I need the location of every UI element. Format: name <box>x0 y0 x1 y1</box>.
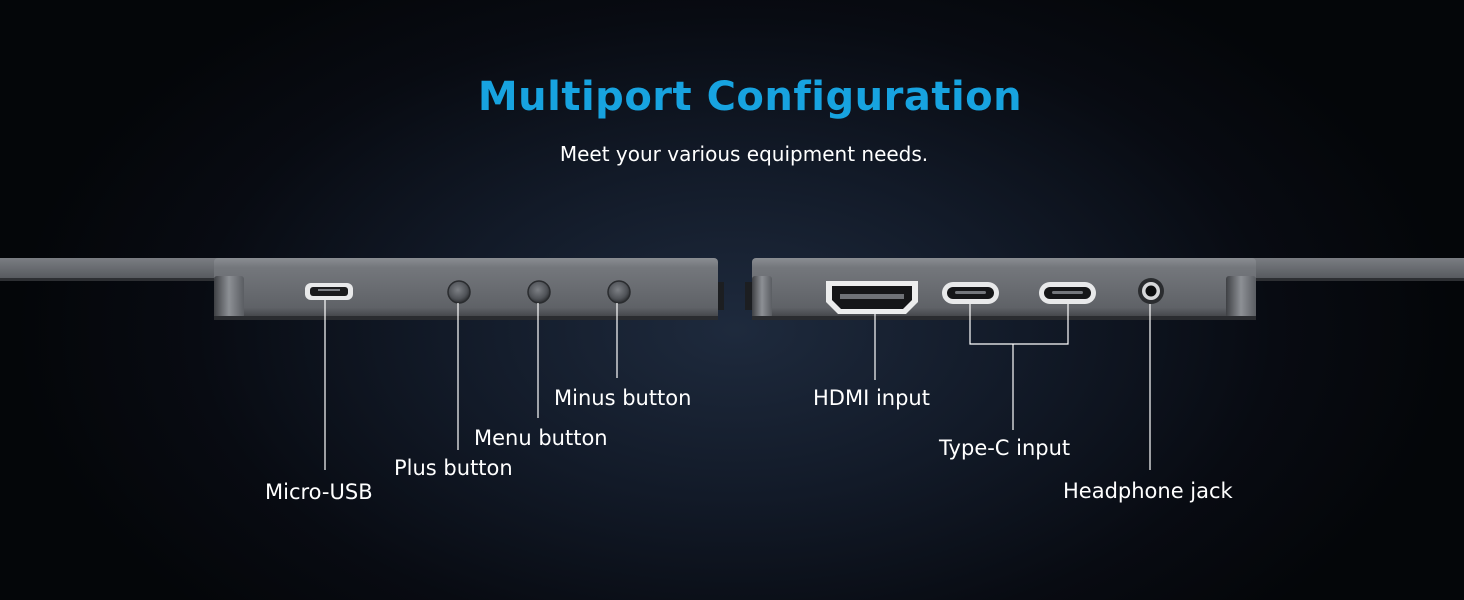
headphone-jack-icon <box>1138 278 1164 304</box>
micro-usb-label: Micro-USB <box>265 480 373 504</box>
type-c-input-label: Type-C input <box>939 436 1071 460</box>
hdmi-input-label: HDMI input <box>813 386 930 410</box>
page-title: Multiport Configuration <box>477 74 1023 120</box>
callout-lines <box>324 300 1151 470</box>
right-side-view <box>745 258 1464 320</box>
headphone-jack-label: Headphone jack <box>1063 479 1233 503</box>
plus-button-label: Plus button <box>394 456 513 480</box>
type-c-port-icon-2 <box>1039 282 1096 304</box>
type-c-port-icon-1 <box>942 282 999 304</box>
micro-usb-port-icon <box>305 283 353 300</box>
menu-button-icon <box>527 280 551 304</box>
plus-button-icon <box>447 280 471 304</box>
hdmi-port-icon <box>826 281 918 314</box>
left-display-panel <box>0 258 240 280</box>
right-display-panel <box>1230 258 1464 280</box>
minus-button-label: Minus button <box>554 386 692 410</box>
menu-button-label: Menu button <box>474 426 608 450</box>
minus-button-icon <box>607 280 631 304</box>
page-subtitle: Meet your various equipment needs. <box>559 142 929 166</box>
left-side-view <box>0 258 724 320</box>
